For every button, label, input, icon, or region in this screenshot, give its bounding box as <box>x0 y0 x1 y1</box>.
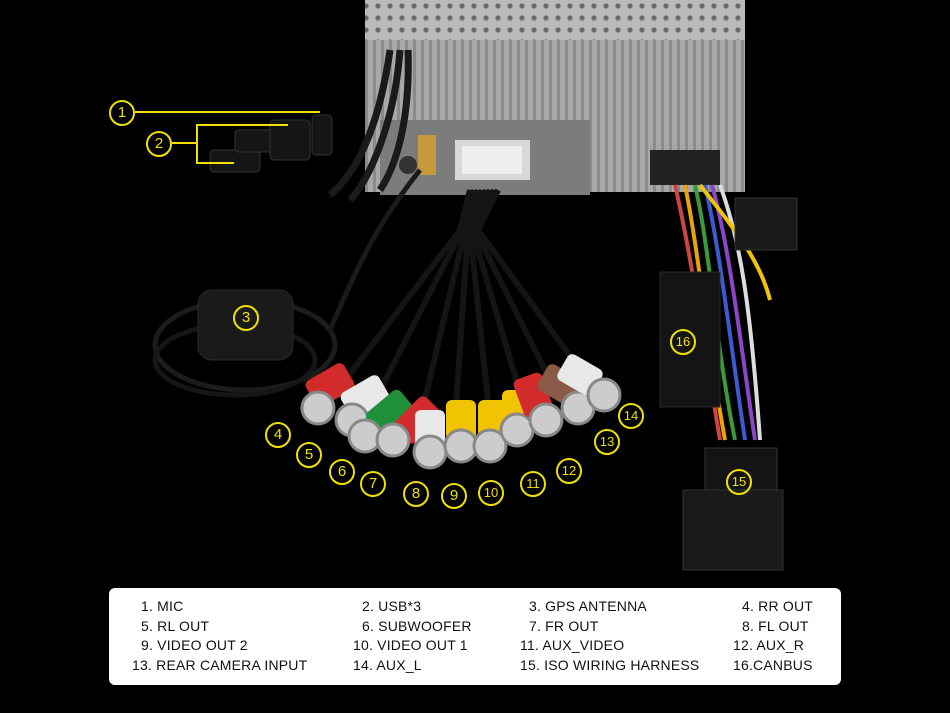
legend-item: 6. SUBWOOFER <box>362 618 472 634</box>
legend-item: 10. VIDEO OUT 1 <box>353 637 468 653</box>
legend-item: 2. USB*3 <box>362 598 422 614</box>
callout-1-leader <box>135 111 320 113</box>
legend-item: 5. RL OUT <box>141 618 210 634</box>
callout-8: 8 <box>403 481 429 507</box>
iso-harness <box>659 183 798 571</box>
legend-item: 7. FR OUT <box>529 618 599 634</box>
callout-10: 10 <box>478 480 504 506</box>
callout-2-bracket-top <box>196 124 288 126</box>
callout-16: 16 <box>670 329 696 355</box>
callout-3: 3 <box>233 305 259 331</box>
gps-antenna <box>152 168 422 398</box>
callout-11: 11 <box>520 471 546 497</box>
legend-item: 14. AUX_L <box>353 657 422 673</box>
legend-panel: 1. MIC 2. USB*3 3. GPS ANTENNA 4. RR OUT… <box>109 588 841 685</box>
legend-item: 16.CANBUS <box>733 657 813 673</box>
legend-item: 12. AUX_R <box>733 637 805 653</box>
rca-wires <box>327 188 598 421</box>
callout-12: 12 <box>556 458 582 484</box>
callout-6: 6 <box>329 459 355 485</box>
callout-13: 13 <box>594 429 620 455</box>
callout-14: 14 <box>618 403 644 429</box>
callout-2-bracket <box>172 142 196 144</box>
callout-9: 9 <box>441 483 467 509</box>
usb-mic-cables <box>327 49 412 203</box>
callout-2-bracket-vertical <box>196 124 198 164</box>
rca-connectors <box>300 354 622 470</box>
legend-item: 15. ISO WIRING HARNESS <box>520 657 700 673</box>
legend-item: 11. AUX_VIDEO <box>520 637 625 653</box>
callout-2-bracket-bottom <box>196 162 234 164</box>
callout-1: 1 <box>109 100 135 126</box>
callout-5: 5 <box>296 442 322 468</box>
usb-plugs <box>209 114 333 173</box>
head-unit <box>365 0 745 195</box>
legend-item: 13. REAR CAMERA INPUT <box>132 657 308 673</box>
legend-item: 8. FL OUT <box>742 618 809 634</box>
callout-15: 15 <box>726 469 752 495</box>
callout-7: 7 <box>360 471 386 497</box>
legend-item: 4. RR OUT <box>742 598 814 614</box>
callout-2: 2 <box>146 131 172 157</box>
callout-4: 4 <box>265 422 291 448</box>
legend-item: 1. MIC <box>141 598 184 614</box>
legend-item: 3. GPS ANTENNA <box>529 598 647 614</box>
legend-item: 9. VIDEO OUT 2 <box>141 637 248 653</box>
